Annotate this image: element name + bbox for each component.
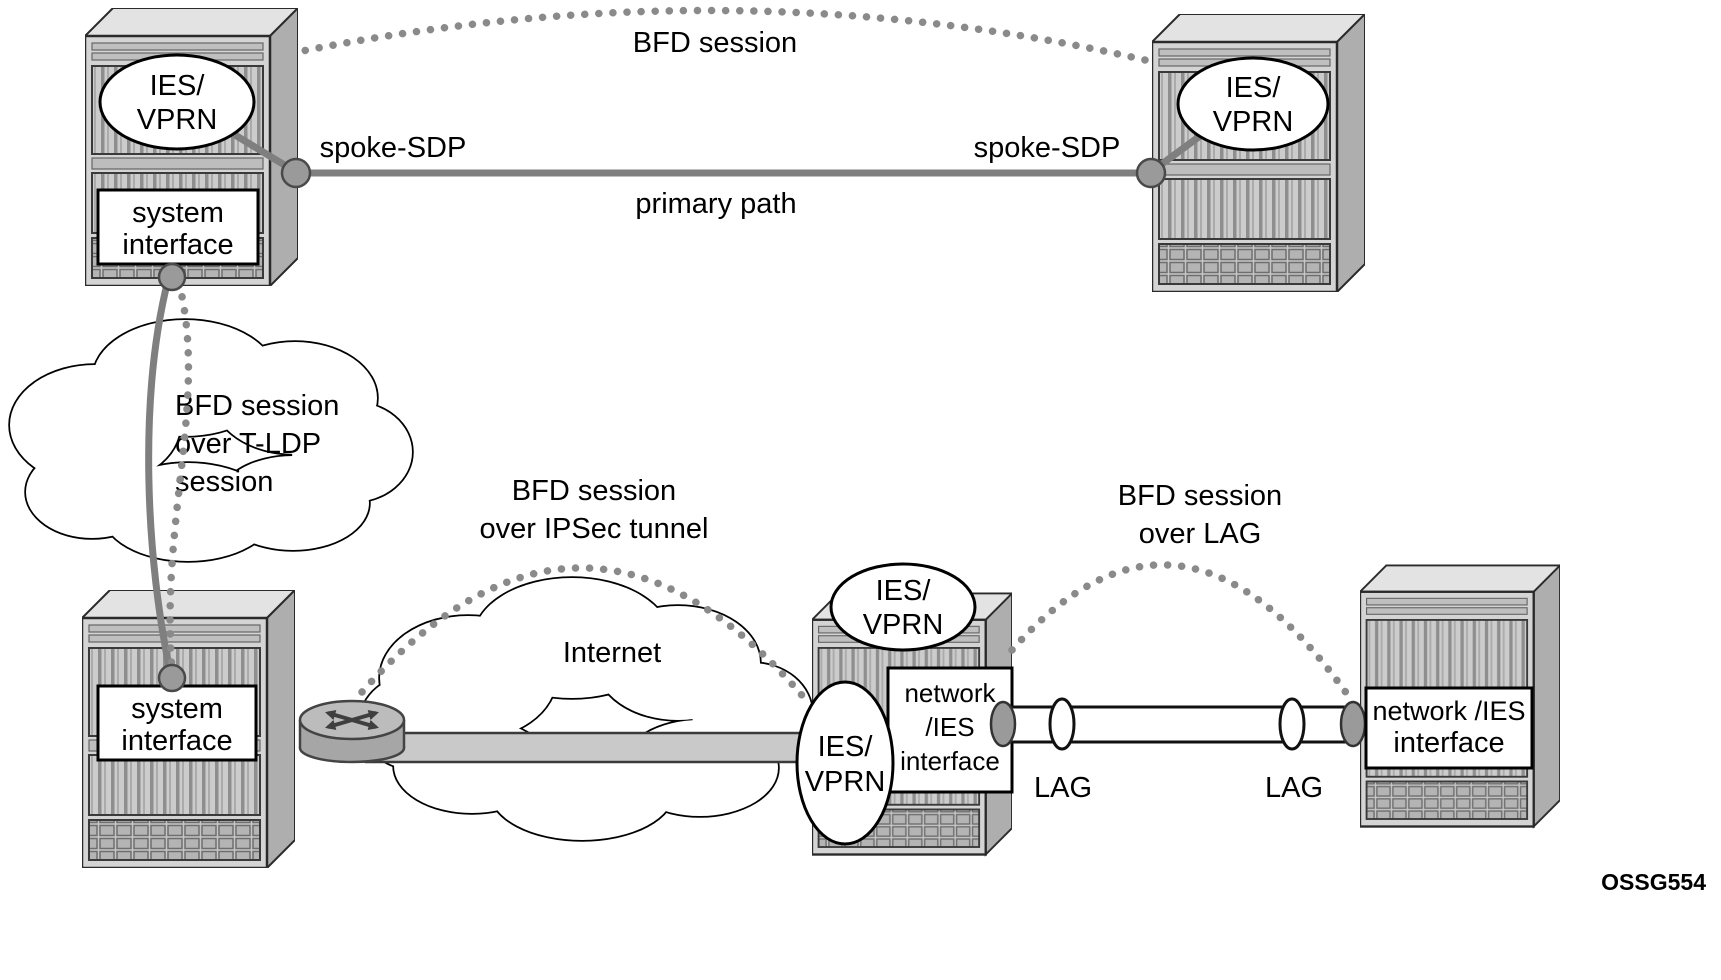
system-interface-label-line2: interface [122, 229, 233, 261]
system-interface-connector-top [157, 262, 187, 292]
crossed-arrows-icon [325, 710, 379, 730]
bfd-ipsec-label-line1: BFD session [512, 475, 676, 507]
bfd-lag-label-line1: BFD session [1118, 480, 1282, 512]
ipsec-tunnel-pipe [364, 731, 823, 764]
service-ellipse-top [829, 562, 977, 652]
service-label-line2: VPRN [1213, 106, 1294, 138]
arrow-line [325, 710, 379, 730]
spoke-sdp-connector-right [1135, 157, 1167, 189]
spoke-sdp-label-right: spoke-SDP [974, 132, 1121, 164]
router-icon [298, 699, 406, 764]
network-ies-interface-box-right [1364, 686, 1534, 770]
lag-ring-left [1048, 697, 1076, 751]
lag-ring-right [1278, 697, 1306, 751]
service-label-line1: IES/ [818, 731, 874, 763]
service-label-line2: VPRN [805, 766, 886, 798]
service-label-line1: IES/ [150, 70, 206, 102]
router-chassis [1152, 14, 1365, 292]
tldp-session-line [145, 279, 175, 677]
primary-path-label: primary path [635, 188, 796, 220]
bfd-ipsec-label-line2: over IPSec tunnel [480, 513, 709, 545]
system-interface-label-line1: system [132, 197, 224, 229]
network-ies-label-line2: /IES [925, 712, 974, 742]
bfd-session-arc [246, 6, 1149, 66]
system-interface-label-line1: system [131, 693, 223, 725]
bfd-lag-arc [1008, 561, 1351, 698]
router-top-right: IES/ VPRN [1135, 14, 1365, 292]
system-interface-box [96, 684, 258, 762]
network-ies-right-label-line1: network /IES [1372, 696, 1525, 726]
bfd-session-label: BFD session [633, 27, 797, 59]
service-ellipse [1176, 56, 1330, 152]
bfd-lag-label-line2: over LAG [1139, 518, 1262, 550]
router-bottom-left: system interface [82, 590, 295, 868]
lag-connector-right [1339, 700, 1367, 748]
service-ellipse [98, 53, 256, 151]
system-interface-label-line2: interface [121, 725, 232, 757]
router-top-left: IES/ VPRN system interface [85, 8, 312, 286]
bfd-ipsec-arc [358, 564, 810, 704]
bfd-tldp-cloud: BFD session over T-LDP session [8, 318, 414, 563]
bfd-tldp-label-line3: session [175, 466, 273, 498]
bfd-tldp-label-line1: BFD session [175, 390, 339, 422]
router-middle: IES/ VPRN network /IES interface IES/ VP… [795, 562, 1014, 856]
spoke-sdp-label-left: spoke-SDP [320, 132, 467, 164]
internet-label: Internet [563, 637, 661, 669]
network-ies-right-label-line2: interface [1393, 727, 1504, 759]
system-interface-connector-bottom [157, 663, 187, 693]
bfd-tldp-dotted-line [166, 279, 193, 674]
service-label-line2: VPRN [863, 609, 944, 641]
service-label-line2: VPRN [137, 104, 218, 136]
spoke-sdp-connector-left [280, 157, 312, 189]
system-interface-box [96, 188, 260, 266]
cloud-fill [26, 446, 158, 538]
network-ies-label-line3: interface [900, 746, 1000, 776]
service-label-line1: IES/ [1226, 72, 1282, 104]
network-ies-label-line1: network [904, 678, 996, 708]
lag-label-right: LAG [1265, 772, 1323, 804]
lag-connector-left [989, 700, 1017, 748]
service-label-line1: IES/ [876, 575, 932, 607]
figure-id-watermark: OSSG554 [1601, 869, 1706, 895]
bfd-tldp-label-line2: over T-LDP [175, 428, 321, 460]
lag-label-left: LAG [1034, 772, 1092, 804]
service-ellipse-side [795, 680, 895, 846]
